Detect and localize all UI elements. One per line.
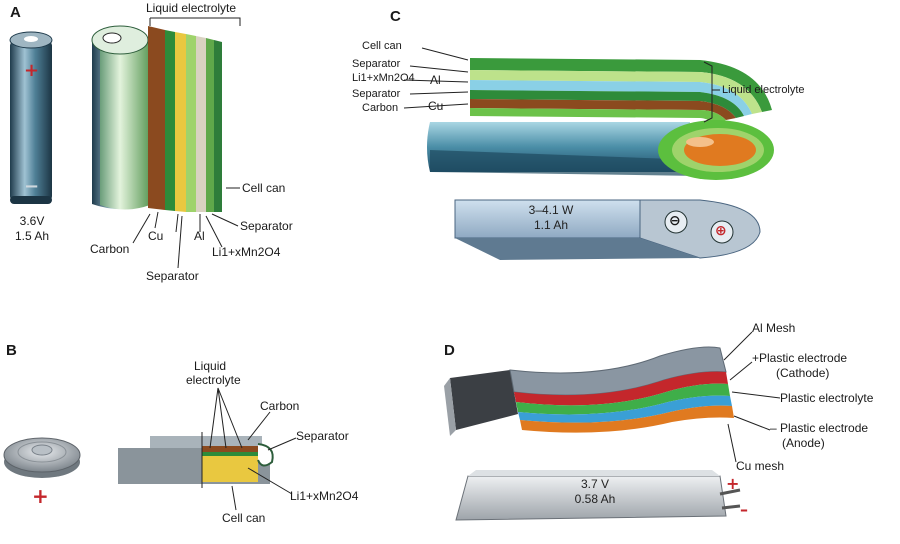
panel-c-cu-label: Cu: [428, 99, 444, 113]
panel-c-cathode-label: Li1+xMn2O4: [352, 72, 415, 84]
panel-c-roll-core: [686, 137, 714, 147]
panel-c-strip-carbon: [470, 99, 736, 120]
panel-d-leaders: [723, 331, 781, 463]
panel-a-cell-voltage: 3.6V: [19, 214, 45, 228]
panel-a-cylindrical-cell: [9, 31, 53, 204]
panel-d-anode-label-line2: (Anode): [782, 436, 825, 450]
panel-a-cell-terminal: [24, 36, 38, 42]
panel-c-leaders: [403, 47, 720, 123]
panel-a-layer-separator-2: [206, 38, 214, 212]
panel-d-plus-tab: [719, 488, 741, 496]
panel-a-carbon-label: Carbon: [90, 242, 130, 256]
panel-b-cell-can-label: Cell can: [222, 511, 266, 525]
panel-c-separator-2-label: Separator: [352, 88, 401, 100]
panel-b-leaders: [209, 387, 297, 511]
panel-b-plus-sign: +: [32, 484, 49, 508]
panel-d-minus-sign: –: [740, 500, 748, 519]
panel-a-layer-separator-1: [165, 30, 175, 211]
panel-a-layer-cathode: [175, 32, 186, 212]
panel-b-separator-label: Separator: [296, 429, 349, 443]
panel-b-cathode-fill: [202, 456, 258, 482]
panel-c-body-shadow: [430, 150, 700, 176]
panel-b-seal: [257, 443, 274, 467]
panel-c-strip-can: [470, 58, 772, 112]
panel-c-strip-separator-1: [470, 70, 762, 114]
panel-d-al-mesh-label: Al Mesh: [752, 321, 796, 335]
panel-c-carbon-label: Carbon: [362, 102, 399, 114]
panel-d-plastic-cell: [444, 346, 741, 521]
panel-a-cu-label: Cu: [148, 229, 164, 243]
panel-c-flat-wound-cell: [427, 58, 774, 260]
panel-a-jellyroll: [91, 25, 222, 212]
panel-b-lid: [150, 436, 262, 448]
panel-c-al-label: Al: [430, 73, 441, 87]
panel-c-separator-1-label: Separator: [352, 58, 401, 70]
panel-d-layer-electrolyte: [516, 383, 730, 415]
panel-a-cell-body: [10, 40, 52, 202]
panel-d-plus-sign: +: [726, 474, 740, 493]
panel-d-cell-capacity: 0.58 Ah: [574, 492, 616, 506]
panel-b-coin-cell: [3, 437, 81, 478]
panel-b-cross-section: [118, 432, 274, 488]
panel-c-strip-cathode: [470, 80, 752, 116]
panel-a-separator-right-label: Separator: [240, 219, 293, 233]
panel-c-cell-capacity: 1.1 Ah: [533, 218, 569, 232]
panel-c-minus-terminal: [664, 210, 688, 234]
panel-d-tab-front: [444, 378, 456, 436]
panel-c-cell-voltage: 3–4.1 W: [528, 203, 574, 217]
panel-a-minus-sign: −: [24, 176, 40, 197]
panel-a-al-label: Al: [194, 229, 205, 243]
panel-d-tab-block: [450, 370, 518, 430]
panel-a-layer-aluminium: [196, 36, 206, 212]
panel-label-b: B: [6, 342, 17, 359]
panel-d-layer-blue: [518, 395, 732, 423]
panel-d-cell-voltage: 3.7 V: [580, 477, 610, 491]
panel-b-cathode-label: Li1+xMn2O4: [290, 489, 359, 503]
panel-d-layer-cathode: [514, 371, 728, 406]
panel-c-prismatic-bottom: [455, 238, 700, 260]
panel-a-core: [100, 40, 150, 210]
panel-a-cell-capacity: 1.5 Ah: [14, 229, 50, 243]
panel-d-layer-anode: [520, 405, 734, 433]
panel-d-pouch-top: [468, 470, 720, 476]
panel-b-separator-strip: [202, 452, 258, 456]
panel-a-core-hole: [102, 32, 122, 44]
panel-d-minus-tab: [721, 504, 741, 510]
panel-label-d: D: [444, 342, 455, 359]
panel-a-liquid-electrolyte-label: Liquid electrolyte: [146, 1, 237, 15]
panel-a-plus-sign: +: [24, 60, 40, 81]
panel-a-leaders: [132, 17, 241, 269]
panel-c-plus-sign: ⊕: [715, 223, 727, 239]
panel-a-layer-electrolyte: [186, 34, 196, 212]
panel-d-anode-label-line1: – Plastic electrode: [770, 421, 869, 435]
panel-a-cell-can-label: Cell can: [242, 181, 286, 195]
panel-c-strip-electrolyte: [470, 108, 726, 124]
panel-b-liquid-label-line1: Liquid: [194, 359, 227, 373]
panel-b-carbon-strip: [202, 446, 258, 452]
panel-c-plus-terminal: [710, 220, 734, 244]
panel-a-cathode-label: Li1+xMn2O4: [212, 245, 281, 259]
panel-a-layer-can: [214, 40, 222, 212]
panel-c-strip-separator-2: [470, 90, 744, 118]
panel-a-cell-bottom: [10, 196, 52, 204]
panel-b-coin-ring: [17, 441, 67, 463]
panel-c-liquid-electrolyte-label: Liquid electrolyte: [722, 84, 805, 96]
panel-b-coin-center: [31, 444, 53, 456]
panel-c-minus-sign: ⊖: [669, 213, 681, 229]
panel-c-cell-can-label: Cell can: [362, 40, 402, 52]
panel-label-a: A: [10, 4, 21, 21]
panel-d-electrolyte-label: Plastic electrolyte: [780, 391, 874, 405]
panel-b-carbon-label: Carbon: [260, 399, 300, 413]
panel-a-separator-bottom-label: Separator: [146, 269, 199, 283]
panel-label-c: C: [390, 8, 401, 25]
panel-d-cathode-label-line2: (Cathode): [776, 366, 830, 380]
panel-d-cu-mesh-label: Cu mesh: [736, 459, 785, 473]
panel-a-layer-copper: [148, 26, 165, 210]
panel-d-cathode-label-line1: +Plastic electrode: [752, 351, 848, 365]
panel-b-liquid-label-line2: electrolyte: [186, 373, 241, 387]
